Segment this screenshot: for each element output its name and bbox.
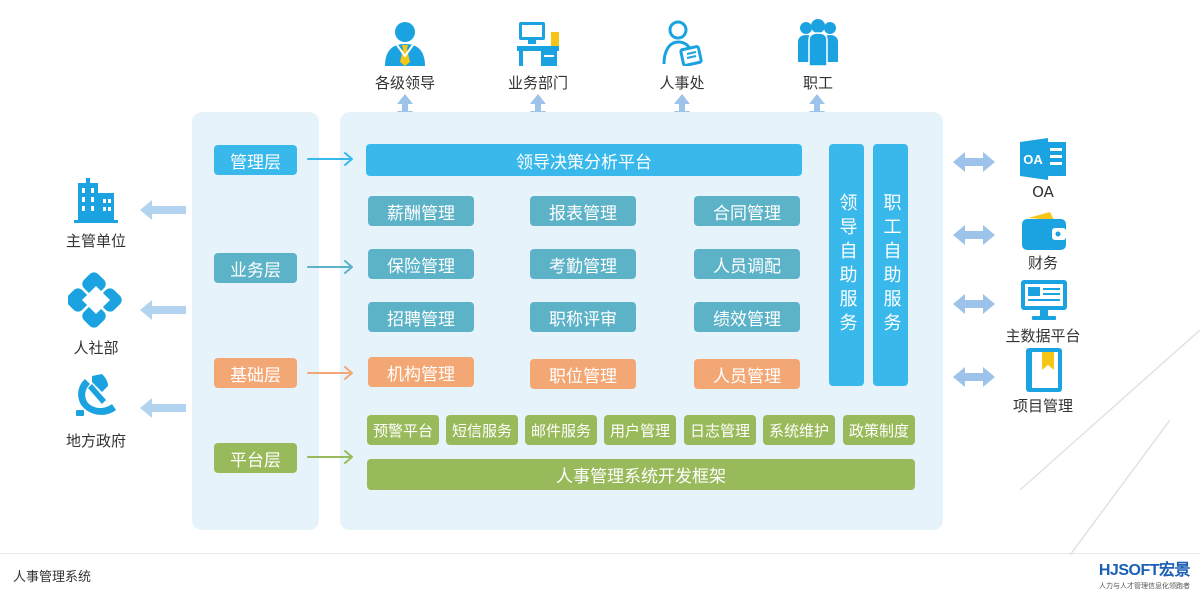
entity-label-local-gov: 地方政府 (65, 432, 126, 450)
left-arrows (140, 200, 186, 418)
svg-text:OA: OA (1023, 152, 1043, 167)
monitor-icon (1019, 278, 1069, 322)
role-label-hr-office: 人事处 (659, 74, 705, 92)
arrow-right-icon (307, 152, 353, 166)
arrow-left-icon (140, 300, 186, 320)
mohrss-logo-icon (66, 272, 124, 328)
staff-self-service: 职工自助服务 (873, 144, 908, 386)
footer-divider (0, 553, 1200, 554)
oa-icon: OA (1020, 138, 1068, 180)
hr-office-icon (660, 18, 704, 67)
book-icon (1024, 348, 1064, 392)
decorative-lines (1019, 330, 1200, 556)
party-emblem-icon (72, 370, 120, 418)
entity-label-supervisor: 主管单位 (65, 232, 126, 250)
module-maintenance: 系统维护 (763, 415, 835, 445)
entity-label-mohrss: 人社部 (73, 339, 119, 357)
module-report: 报表管理 (530, 196, 636, 226)
system-label-finance: 财务 (1027, 254, 1058, 272)
module-user: 用户管理 (604, 415, 676, 445)
role-label-staff: 职工 (802, 74, 833, 92)
double-arrow-icon (953, 367, 995, 387)
module-insurance: 保险管理 (368, 249, 474, 279)
module-performance: 绩效管理 (694, 302, 800, 332)
decision-platform: 领导决策分析平台 (366, 144, 802, 176)
layer-arrows (307, 152, 353, 464)
building-icon (72, 177, 120, 223)
arrow-left-icon (140, 200, 186, 220)
module-org: 机构管理 (368, 357, 474, 387)
module-salary: 薪酬管理 (368, 196, 474, 226)
arrow-right-icon (307, 260, 353, 274)
module-contract: 合同管理 (694, 196, 800, 226)
module-recruit: 招聘管理 (368, 302, 474, 332)
double-arrow-icon (953, 152, 995, 172)
system-label-oa: OA (1032, 183, 1054, 201)
footer-title: 人事管理系统 (13, 570, 92, 585)
arrow-right-icon (307, 366, 353, 380)
double-arrow-icon (953, 294, 995, 314)
leader-self-service-label: 领导自助服务 (836, 193, 858, 337)
module-mail: 邮件服务 (525, 415, 597, 445)
arrow-right-icon (307, 450, 353, 464)
arrow-left-icon (140, 398, 186, 418)
role-label-business-dept: 业务部门 (507, 74, 568, 92)
wallet-icon (1020, 212, 1068, 250)
leader-self-service: 领导自助服务 (829, 144, 864, 386)
module-title-review: 职称评审 (530, 302, 636, 332)
module-personnel: 人员管理 (694, 359, 800, 389)
module-position: 职位管理 (530, 359, 636, 389)
module-policy: 政策制度 (843, 415, 915, 445)
layer-business: 业务层 (214, 253, 297, 283)
double-arrow-icon (953, 225, 995, 245)
leader-icon (383, 18, 427, 66)
top-arrows (397, 94, 825, 121)
system-label-master-data: 主数据平台 (1005, 327, 1081, 345)
right-arrows (953, 152, 995, 387)
module-transfer: 人员调配 (694, 249, 800, 279)
business-dept-icon (515, 20, 561, 66)
module-sms: 短信服务 (446, 415, 518, 445)
brand-logo-tagline: 人力与人才管理信息化领跑者 (1099, 582, 1190, 590)
dev-framework: 人事管理系统开发框架 (367, 459, 915, 490)
layer-platform: 平台层 (214, 443, 297, 473)
layer-management: 管理层 (214, 145, 297, 175)
staff-icon (794, 18, 842, 67)
module-warning: 预警平台 (367, 415, 439, 445)
brand-logo-text: HJSOFT宏景 (1098, 562, 1191, 579)
role-label-leaders: 各级领导 (374, 74, 435, 92)
layer-base: 基础层 (214, 358, 297, 388)
system-label-project: 项目管理 (1012, 397, 1073, 415)
staff-self-service-label: 职工自助服务 (880, 193, 902, 337)
module-attendance: 考勤管理 (530, 249, 636, 279)
brand-logo: HJSOFT宏景 人力与人才管理信息化领跑者 (1064, 556, 1191, 590)
module-log: 日志管理 (684, 415, 756, 445)
